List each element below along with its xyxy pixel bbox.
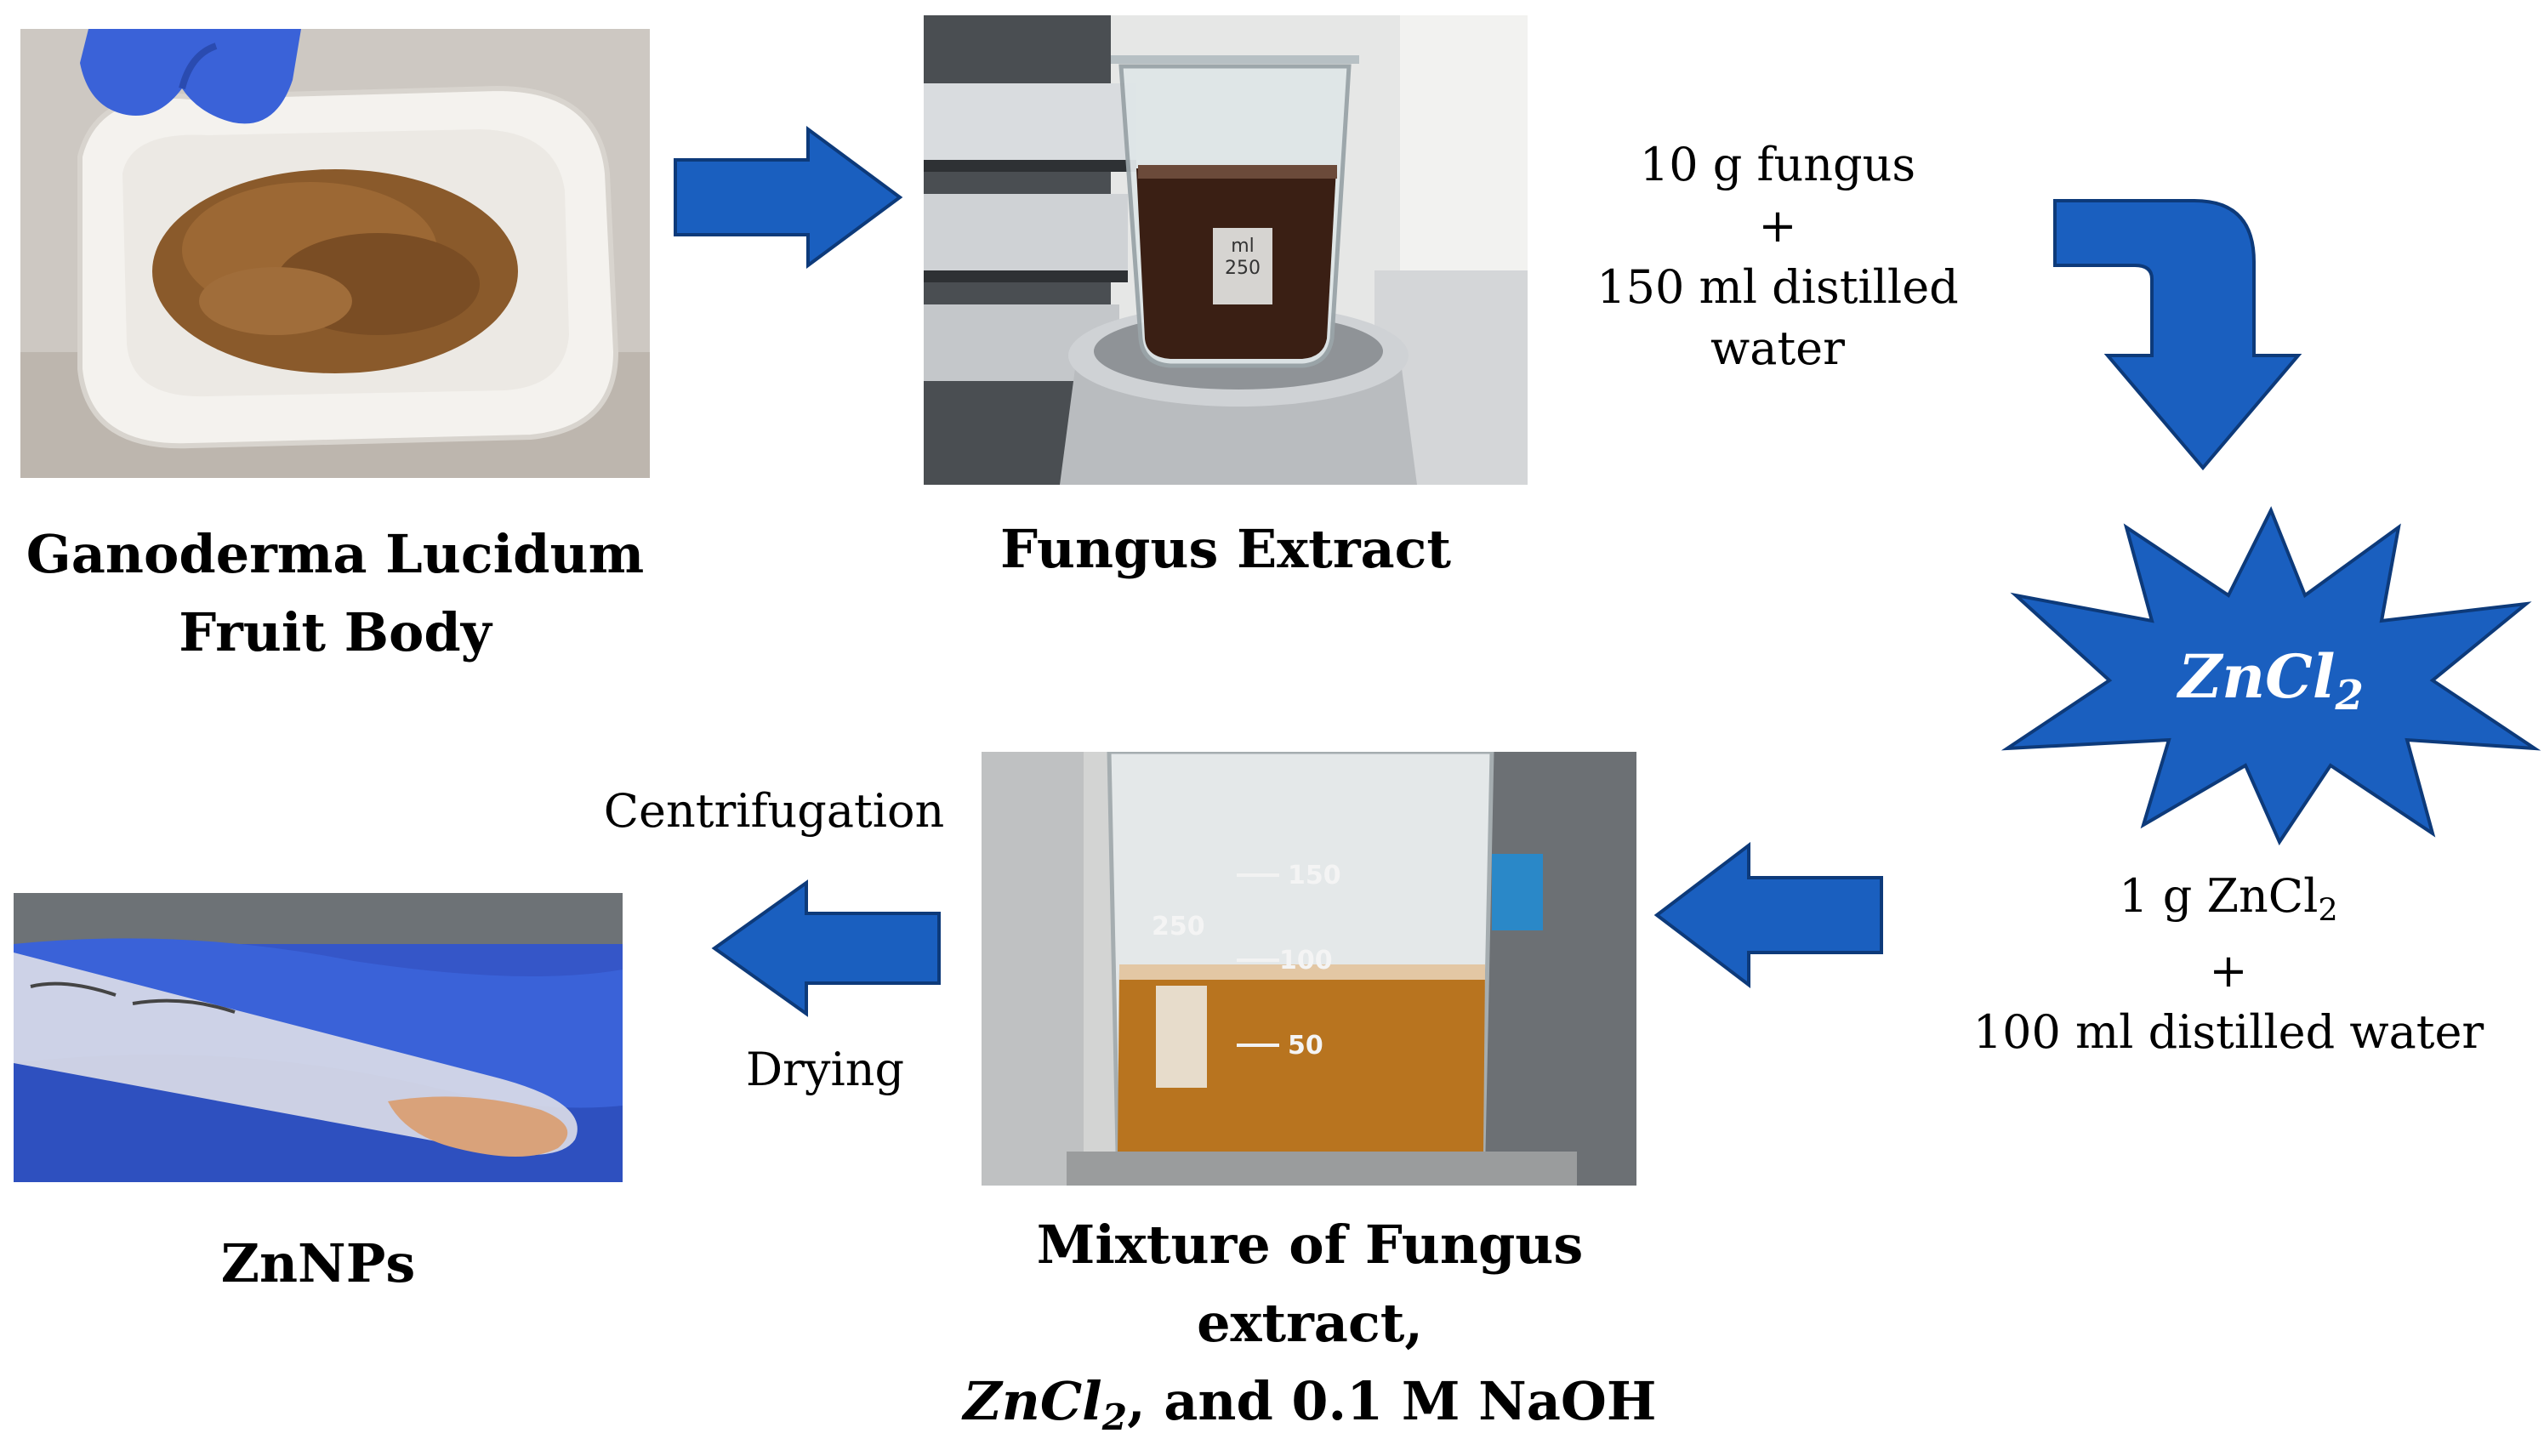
centrifugation-label: Centrifugation	[603, 784, 945, 838]
arrow-right-1	[672, 126, 903, 269]
mixture-mark-50: 50	[1288, 1031, 1323, 1061]
reagent-recipe: 1 g ZnCl2 + 100 ml distilled water	[1956, 866, 2501, 1063]
extract-beaker-mark-250: 250	[1225, 258, 1261, 279]
mixture-caption-rest: , and 0.1 M NaOH	[1127, 1370, 1657, 1432]
extract-recipe-plus: +	[1758, 199, 1797, 253]
product-caption-text: ZnNPs	[220, 1232, 416, 1294]
reagent-recipe-line2: 100 ml distilled water	[1972, 1005, 2484, 1060]
starburst-label: ZnCl2	[2176, 641, 2364, 719]
mixture-mark-250: 250	[1152, 912, 1205, 941]
extract-caption: Fungus Extract	[924, 510, 1528, 589]
product-caption: ZnNPs	[14, 1225, 623, 1303]
mixture-mark-150: 150	[1288, 861, 1341, 890]
extract-caption-text: Fungus Extract	[999, 518, 1452, 580]
reagent-recipe-line1: 1 g ZnCl2	[2119, 869, 2338, 929]
zncl2-starburst: ZnCl2	[1999, 493, 2543, 850]
arrow-left-to-product	[711, 879, 942, 1017]
drying-label: Drying	[745, 1043, 905, 1096]
extract-recipe-line3: water	[1710, 321, 1845, 375]
mixture-photo: 150 100 50 250	[982, 752, 1636, 1186]
extract-recipe-line2: 150 ml distilled	[1596, 260, 1959, 314]
reagent-recipe-plus: +	[2209, 944, 2248, 998]
mixture-mark-100: 100	[1279, 946, 1333, 975]
raw-material-caption: Ganoderma Lucidum Fruit Body	[20, 515, 650, 672]
mixture-formula: ZnCl2	[963, 1370, 1128, 1438]
znnps-tube-photo	[14, 893, 623, 1182]
raw-material-caption-line2: Fruit Body	[179, 601, 492, 663]
arrow-curved-down	[2050, 194, 2305, 475]
mixture-caption-line2: ZnCl2, and 0.1 M NaOH	[919, 1362, 1701, 1456]
raw-material-caption-line1: Ganoderma Lucidum	[26, 523, 645, 585]
mixture-caption-line1: Mixture of Fungus extract,	[1036, 1214, 1584, 1354]
extract-recipe-line1: 10 g fungus	[1639, 138, 1916, 191]
fungus-extract-photo: ml 250	[924, 15, 1528, 485]
ganoderma-powder-photo	[20, 29, 650, 478]
mixture-caption: Mixture of Fungus extract, ZnCl2, and 0.…	[919, 1206, 1701, 1456]
starburst-shape: ZnCl2	[2000, 506, 2541, 846]
extract-beaker-mark-ml: ml	[1231, 236, 1255, 257]
extract-recipe: 10 g fungus + 150 ml distilled water	[1557, 134, 1999, 379]
arrow-left-into-mixture	[1653, 842, 1885, 988]
